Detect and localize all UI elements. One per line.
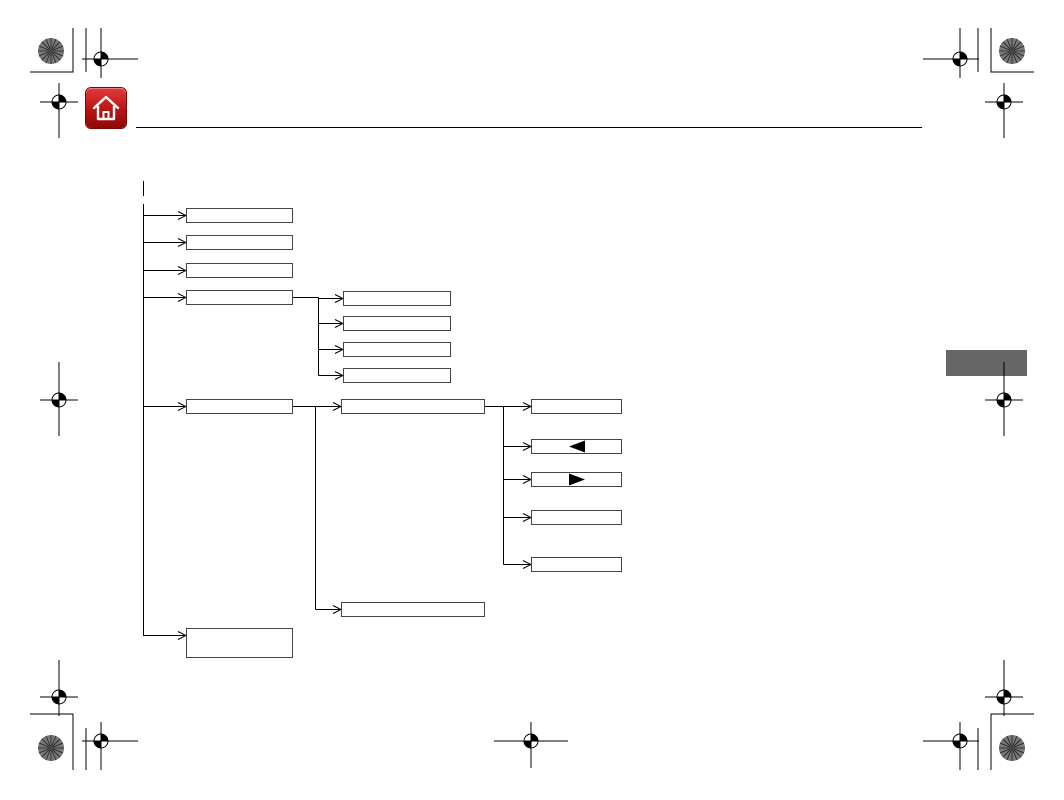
home-icon: [92, 95, 120, 121]
subsubmenu-item-e1d: [531, 510, 622, 525]
subsubmenu-item-e1e: [531, 557, 622, 572]
left-triangle-icon: [568, 440, 585, 453]
chapter-tab[interactable]: [946, 350, 1027, 376]
crosshair-registration-icon: [39, 380, 79, 420]
menu-item-b: [186, 235, 293, 250]
menu-item-f: [186, 628, 293, 658]
subsubmenu-item-e1c: [531, 472, 622, 487]
menu-item-e: [186, 399, 293, 414]
color-calibration-circle-icon: [37, 37, 65, 65]
color-calibration-circle-icon: [998, 734, 1026, 762]
color-calibration-circle-icon: [37, 734, 65, 762]
submenu-item-d3: [343, 342, 451, 357]
menu-item-d: [186, 290, 293, 305]
color-calibration-circle-icon: [998, 37, 1026, 65]
crosshair-registration-icon: [940, 721, 980, 761]
crosshair-registration-icon: [940, 39, 980, 79]
header-divider: [136, 127, 922, 128]
subsubmenu-item-e1b: [531, 439, 622, 454]
crosshair-registration-icon: [39, 82, 79, 122]
subsubmenu-item-e1a: [531, 399, 622, 414]
menu-item-c: [186, 263, 293, 278]
home-button[interactable]: [86, 88, 126, 128]
menu-item-a: [186, 208, 293, 223]
crosshair-registration-icon: [81, 39, 121, 79]
crosshair-registration-icon: [984, 380, 1024, 420]
crosshair-registration-icon: [511, 721, 551, 761]
menu-root-marker: [143, 181, 144, 196]
right-triangle-icon: [568, 473, 585, 486]
crosshair-registration-icon: [81, 721, 121, 761]
crosshair-registration-icon: [984, 82, 1024, 122]
submenu-item-d1: [343, 291, 451, 306]
submenu-item-e1: [341, 399, 485, 414]
submenu-item-d4: [343, 368, 451, 383]
crosshair-registration-icon: [39, 677, 79, 717]
submenu-item-e2: [341, 602, 485, 617]
crosshair-registration-icon: [984, 677, 1024, 717]
submenu-item-d2: [343, 316, 451, 331]
